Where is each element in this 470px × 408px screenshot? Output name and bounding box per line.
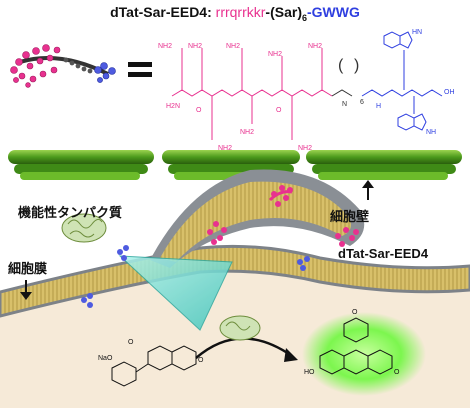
cell-membrane-arrow	[20, 280, 32, 300]
struct-hn: HN	[412, 29, 422, 36]
label-cell-membrane: 細胞膜	[8, 261, 48, 276]
surface-peptides	[81, 185, 359, 308]
struct-o-1: O	[196, 107, 202, 114]
struct-nh2-2: NH2	[188, 43, 202, 50]
struct-nh2-7: NH2	[240, 129, 254, 136]
label-peptide-name: dTat-Sar-EED4	[338, 246, 429, 261]
equals-sign	[128, 62, 152, 77]
teal-funnel	[118, 255, 233, 331]
surface-peptide-5	[297, 256, 310, 271]
cell-wall-segment-3	[306, 150, 462, 180]
peptide-cartoon	[10, 44, 116, 88]
struct-nh2-5: NH2	[308, 43, 322, 50]
title-prefix: dTat-Sar-EED4:	[110, 4, 212, 20]
surface-peptide-6	[81, 293, 93, 308]
struct-six: 6	[360, 99, 364, 106]
title-middle: -(Sar)	[265, 4, 302, 20]
struct-nh2-4: NH2	[268, 51, 282, 58]
membrane-fold	[150, 169, 365, 268]
surface-peptide-4	[117, 245, 129, 261]
title-pink-sequence: rrrqrrkkr	[215, 4, 266, 20]
surface-peptide-3	[335, 227, 359, 247]
struct-nh2-1: NH2	[158, 43, 172, 50]
struct-nh2-8: NH2	[298, 145, 312, 152]
struct-h: H	[376, 103, 381, 110]
cell-wall-arrow	[362, 180, 374, 200]
title-subscript: 6	[301, 12, 307, 23]
label-cell-wall: 細胞壁	[330, 209, 370, 224]
struct-oh: OH	[444, 89, 455, 96]
struct-n: N	[342, 101, 347, 108]
struct-h2n: H2N	[166, 103, 180, 110]
struct-nh: NH	[426, 129, 436, 136]
cell-wall-segment-1	[8, 150, 154, 180]
struct-nao: NaO	[98, 355, 113, 362]
surface-peptide-1	[268, 185, 293, 207]
struct-ho: HO	[304, 369, 315, 376]
chemical-structure: NH2 NH2 NH2 NH2 NH2 H2N NH2 NH2 NH2 O O …	[158, 29, 455, 152]
protein-outside	[61, 213, 107, 243]
svg-text:): )	[354, 57, 359, 74]
struct-nh2-3: NH2	[226, 43, 240, 50]
struct-o-4: O	[198, 357, 204, 364]
struct-o-2: O	[276, 107, 282, 114]
svg-text:(: (	[338, 57, 344, 74]
struct-o-6: O	[352, 309, 358, 316]
struct-o-3: O	[128, 339, 134, 346]
label-functional-protein: 機能性タンパク質	[18, 205, 123, 220]
surface-peptide-2	[207, 221, 227, 245]
struct-nh2-6: NH2	[218, 145, 232, 152]
reaction: NaO O O HO O O	[98, 309, 426, 396]
title-blue-sequence: -GWWG	[307, 4, 360, 20]
figure-title: dTat-Sar-EED4: rrrqrrkkr-(Sar)6-GWWG	[0, 4, 470, 23]
struct-o-5: O	[394, 369, 400, 376]
